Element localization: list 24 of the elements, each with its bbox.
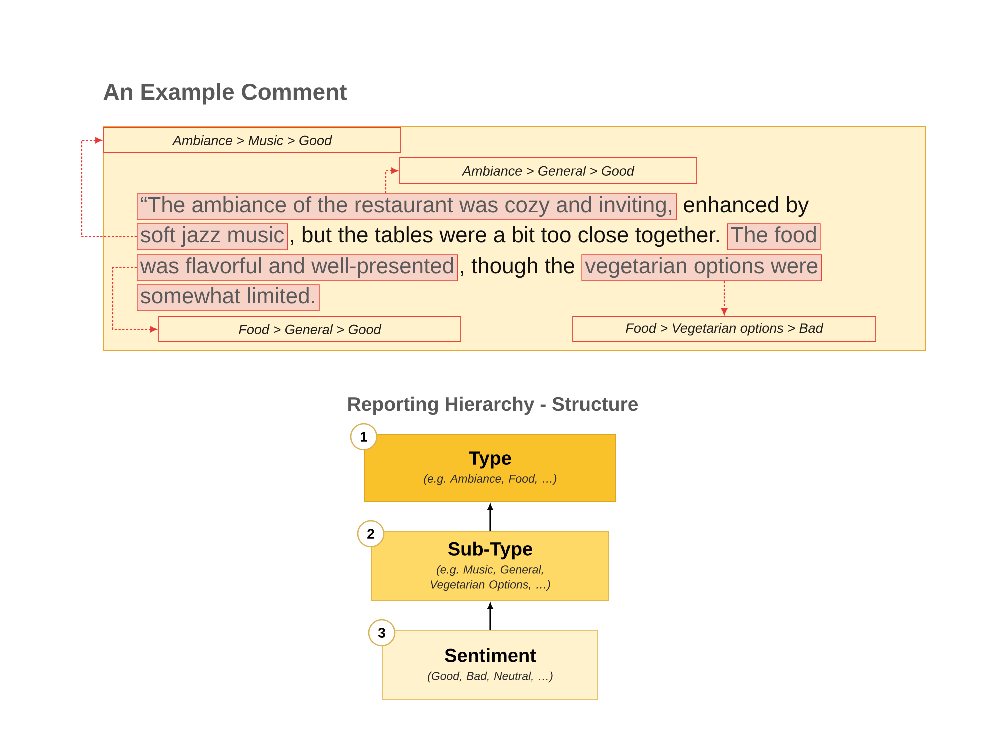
arrow	[488, 504, 494, 532]
comment-text: , though the	[461, 258, 574, 278]
highlighted-phrase: “The ambiance of the restaurant was cozy and inviting,	[137, 194, 677, 220]
highlighted-phrase: somewhat limited.	[137, 284, 320, 312]
comment-text: , but the tables were a bit too close together.	[291, 226, 719, 248]
dashed-arrow	[722, 281, 728, 316]
dashed-arrow	[385, 168, 398, 194]
comment-text: enhanced by	[684, 196, 810, 218]
number-badge: 2	[357, 520, 385, 548]
tag-box: Ambiance > Music > Good	[104, 128, 402, 154]
highlighted-phrase: vegetarian options were	[582, 254, 822, 282]
section-heading: Reporting Hierarchy - Structure	[348, 396, 638, 416]
highlighted-phrase: The food	[727, 224, 821, 250]
section-heading: An Example Comment	[104, 83, 347, 105]
dashed-arrow	[112, 267, 158, 333]
tag-box: Food > Vegetarian options > Bad	[572, 316, 876, 342]
arrow	[488, 604, 494, 630]
number-badge: 1	[350, 423, 378, 451]
dashed-arrow	[81, 138, 137, 238]
tag-box: Food > General > Good	[158, 316, 462, 342]
tag-box: Ambiance > General > Good	[400, 158, 698, 184]
highlighted-phrase: was flavorful and well-presented	[137, 254, 458, 282]
number-badge: 3	[368, 619, 396, 647]
highlighted-phrase: soft jazz music	[137, 224, 288, 250]
